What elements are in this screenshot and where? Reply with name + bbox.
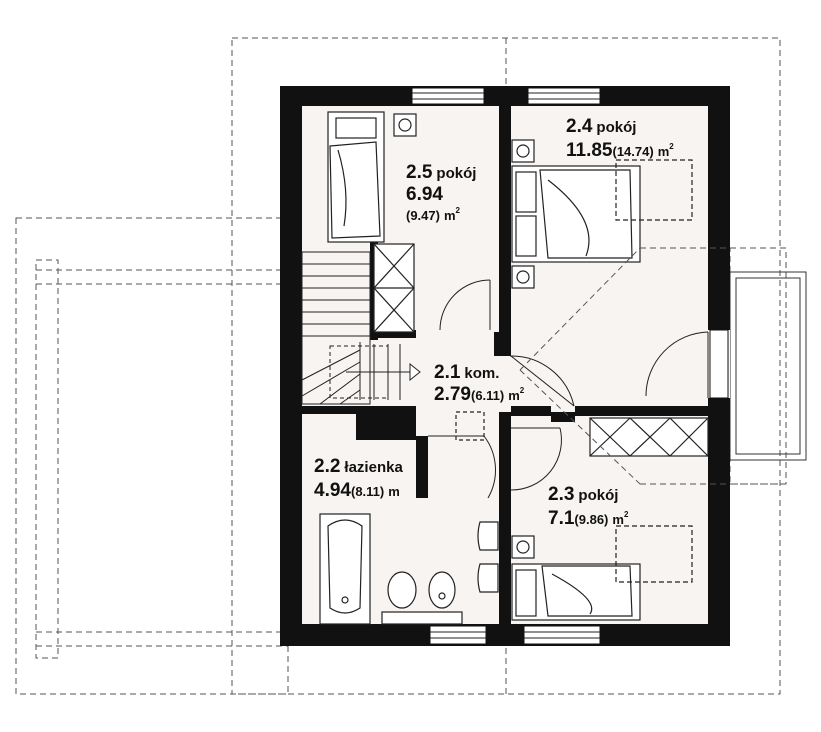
- svg-text:4.94(8.11)m: 4.94(8.11) m: [314, 480, 400, 501]
- room-unit: m: [444, 208, 456, 223]
- room-id: 2.2: [314, 456, 340, 477]
- bathroom-fixtures: [319, 411, 499, 625]
- wardrobes: [373, 243, 709, 457]
- room-area: 11.85: [566, 140, 613, 161]
- bed-room-2-3: [511, 525, 693, 621]
- balcony-projection: [519, 247, 786, 485]
- room-name: kom.: [464, 365, 499, 382]
- room-unit: m: [612, 512, 624, 527]
- room-sup: 2: [669, 142, 674, 151]
- bed-room-2-5: [327, 111, 417, 243]
- bed-room-2-4: [511, 139, 693, 289]
- room-sup: 2: [624, 510, 629, 519]
- doors: [428, 279, 709, 499]
- room-unit: m: [508, 388, 520, 403]
- room-name: pokój: [578, 487, 618, 504]
- room-gross: (9.47): [406, 208, 440, 223]
- room-area: 4.94: [314, 480, 351, 501]
- svg-text:11.85(14.74)m2: 11.85(14.74) m2: [566, 140, 674, 161]
- room-name: pokój: [436, 165, 476, 182]
- svg-text:6.94: 6.94: [406, 184, 443, 205]
- room-gross: (6.11): [471, 388, 504, 403]
- room-unit: m: [658, 144, 670, 159]
- room-gross: (14.74): [613, 144, 654, 159]
- room-gross: (8.11): [351, 484, 384, 499]
- svg-text:7.1(9.86)m2: 7.1(9.86) m2: [548, 508, 629, 529]
- room-id: 2.3: [548, 484, 574, 505]
- room-sup: 2: [520, 386, 525, 395]
- room-id: 2.5: [406, 162, 433, 183]
- room-area: 6.94: [406, 184, 443, 205]
- room-unit: m: [388, 484, 400, 499]
- room-name: pokój: [596, 119, 636, 136]
- room-area: 2.79: [434, 384, 471, 405]
- room-id: 2.1: [434, 362, 461, 383]
- svg-text:2.79(6.11)m2: 2.79(6.11) m2: [434, 384, 525, 405]
- room-gross: (9.86): [574, 512, 608, 527]
- room-area: 7.1: [548, 508, 575, 529]
- svg-text:(9.47)m2: (9.47) m2: [406, 206, 461, 223]
- room-sup: 2: [456, 206, 461, 215]
- room-name: łazienka: [344, 459, 403, 476]
- windows: [411, 87, 729, 645]
- staircase: [301, 251, 421, 405]
- walls: [280, 86, 730, 646]
- room-id: 2.4: [566, 116, 593, 137]
